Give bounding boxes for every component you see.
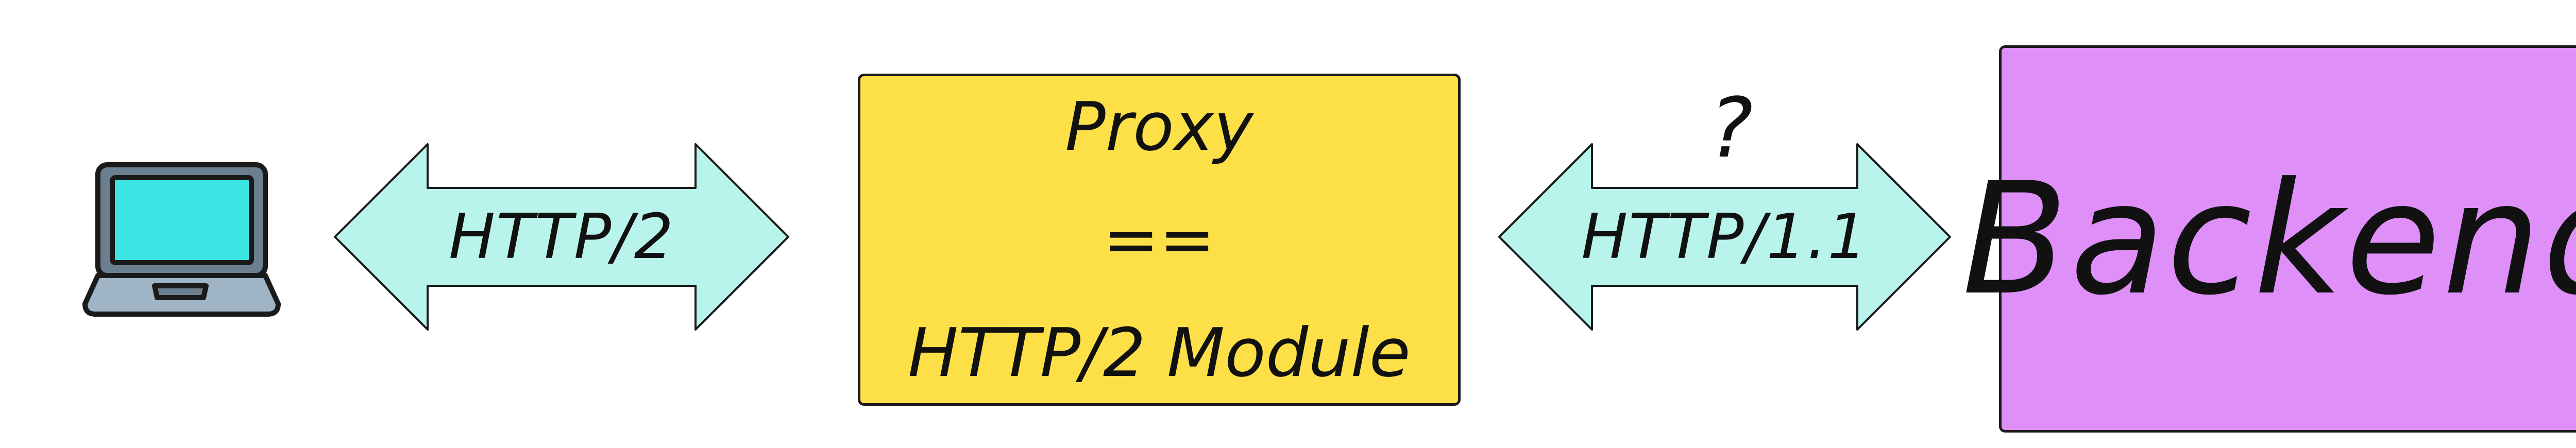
right-arrow-label: HTTP/1.1	[1581, 201, 1868, 273]
proxy-equals: ==	[1103, 200, 1215, 279]
backend-box: Backend	[1962, 45, 2576, 433]
left-double-arrow	[334, 143, 789, 331]
proxy-module-label: HTTP/2 Module	[908, 313, 1411, 392]
left-arrow-label: HTTP/2	[449, 201, 674, 273]
proxy-box: Proxy == HTTP/2 Module	[858, 74, 1461, 406]
question-mark: ?	[1709, 80, 1753, 176]
laptop-icon	[82, 162, 281, 317]
proxy-title: Proxy	[1065, 88, 1253, 166]
right-double-arrow	[1498, 143, 1951, 331]
backend-label: Backend	[1962, 149, 2576, 329]
